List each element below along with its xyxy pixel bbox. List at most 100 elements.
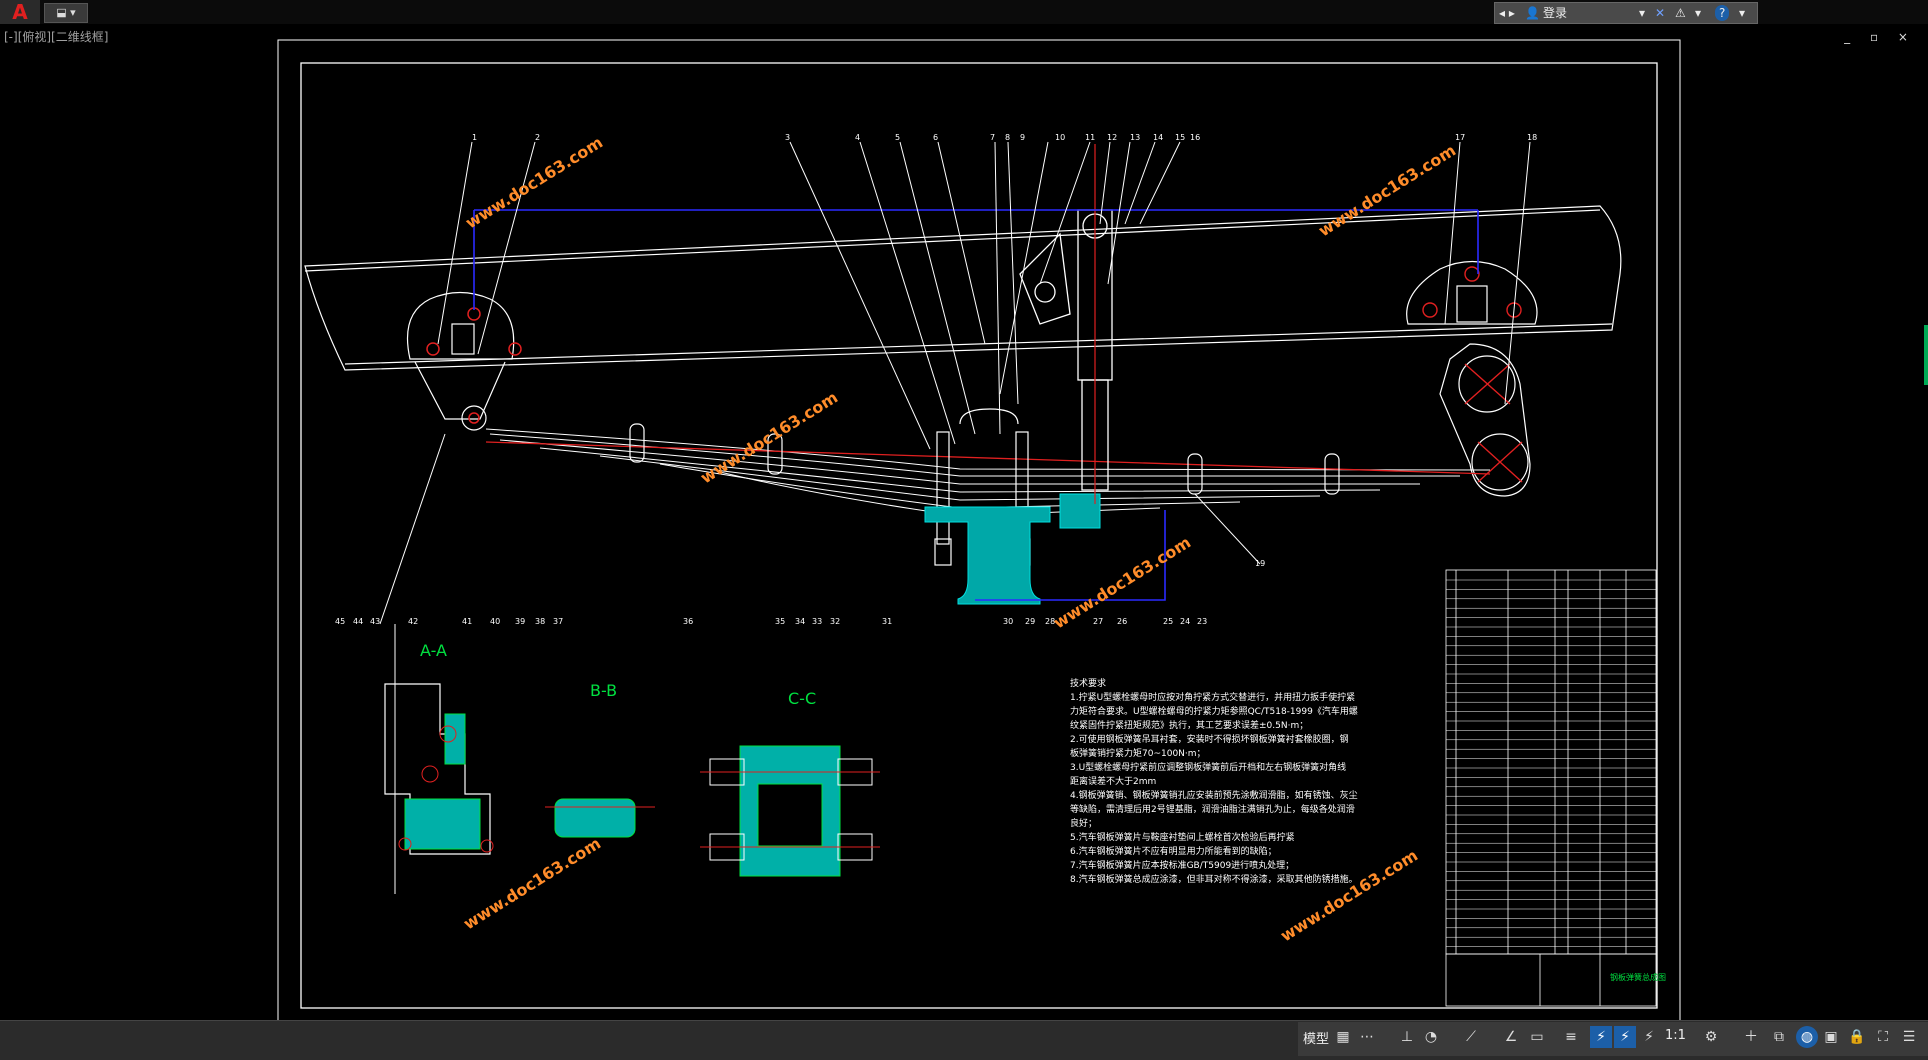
svg-text:19: 19 (1255, 559, 1265, 568)
svg-text:3: 3 (785, 133, 790, 142)
leaf-spring-stack (485, 428, 1491, 517)
viewport-controls-label[interactable]: [-][俯视][二维线框] (4, 30, 109, 44)
section-a-a: A-A (384, 624, 494, 894)
svg-text:27: 27 (1093, 617, 1103, 626)
leader-lines (379, 141, 1531, 625)
svg-text:35: 35 (775, 617, 785, 626)
svg-text:34: 34 (795, 617, 805, 626)
front-hanger-bracket (406, 291, 515, 431)
svg-text:28: 28 (1045, 617, 1055, 626)
view-label-b-b: B-B (590, 681, 617, 700)
isolate-icon[interactable]: ⧉ (1774, 1029, 1784, 1045)
svg-text:3.U型螺栓螺母拧紧前应调整钢板弹簧前后开档和左右钢板弹簧对: 3.U型螺栓螺母拧紧前应调整钢板弹簧前后开档和左右钢板弹簧对角线 (1070, 761, 1346, 773)
svg-text:37: 37 (553, 617, 563, 626)
section-b-b: B-B (545, 681, 655, 838)
svg-text:39: 39 (515, 617, 525, 626)
svg-text:8: 8 (1005, 133, 1010, 142)
svg-text:8.汽车钢板弹簧总成应涂漆，但非耳对称不得涂漆，采取其他防锈: 8.汽车钢板弹簧总成应涂漆，但非耳对称不得涂漆，采取其他防锈措施。 (1070, 873, 1358, 885)
frame-rail (304, 205, 1622, 371)
svg-text:板弹簧销拧紧力矩70~100N·m；: 板弹簧销拧紧力矩70~100N·m； (1070, 747, 1206, 759)
svg-text:33: 33 (812, 617, 822, 626)
lock-ui-icon[interactable]: 🔒 (1848, 1029, 1866, 1045)
nav-arrows[interactable]: ◂ ▸ (1499, 6, 1515, 20)
svg-text:42: 42 (408, 617, 418, 626)
osnap-icon[interactable]: ⟋ (1466, 1029, 1476, 1045)
svg-text:23: 23 (1197, 617, 1207, 626)
drawing-frame (300, 62, 1658, 1009)
drawing-window-controls[interactable]: _ ▫ × (1844, 30, 1916, 44)
bump-stop-hatch (1059, 493, 1101, 529)
svg-text:26: 26 (1117, 617, 1127, 626)
svg-text:45: 45 (335, 617, 345, 626)
infocenter-bar: ◂ ▸ 👤 登录 ▾ ✕ ⚠ ▾ ? ▾ (1494, 2, 1758, 24)
svg-text:44: 44 (353, 617, 363, 626)
exchange-icon[interactable]: ✕ (1655, 6, 1666, 20)
clean-screen-icon[interactable]: ▣ (1824, 1029, 1838, 1045)
title-bar: A ⬓ ▾ ◂ ▸ 👤 登录 ▾ ✕ ⚠ ▾ ? ▾ (0, 0, 1928, 24)
axle-section-hatch (924, 506, 1051, 605)
svg-text:2.可使用钢板弹簧吊耳衬套，安装时不得损坏钢板弹簧衬套橡胶圈: 2.可使用钢板弹簧吊耳衬套，安装时不得损坏钢板弹簧衬套橡胶圈，钢 (1070, 733, 1349, 745)
svg-text:25: 25 (1163, 617, 1173, 626)
ortho-icon[interactable]: ⊥ (1400, 1029, 1414, 1045)
stay-connected-icon[interactable]: ⚠ (1675, 6, 1686, 20)
svg-text:4.钢板弹簧销、钢板弹簧销孔应安装前预先涂敷润滑脂，如有锈蚀: 4.钢板弹簧销、钢板弹簧销孔应安装前预先涂敷润滑脂，如有锈蚀、灰尘 (1070, 789, 1358, 801)
login-button[interactable]: 登录 (1543, 6, 1568, 20)
rear-shackle-holes (1422, 266, 1523, 483)
svg-text:32: 32 (830, 617, 840, 626)
title-block-name: 钢板弹簧总成图 (1610, 972, 1666, 982)
svg-text:13: 13 (1130, 133, 1140, 142)
login-dropdown-icon[interactable]: ▾ (1639, 6, 1646, 20)
model-tab[interactable]: 模型 (1303, 1032, 1330, 1047)
view-label-c-c: C-C (788, 689, 816, 708)
auto-scale-icon[interactable]: ⚡ (1614, 1026, 1636, 1048)
menu-icon[interactable]: ☰ (1902, 1029, 1916, 1045)
svg-text:距离误差不大于2mm: 距离误差不大于2mm (1070, 775, 1156, 787)
view-label-a-a: A-A (420, 641, 447, 660)
svg-text:11: 11 (1085, 133, 1095, 142)
svg-text:30: 30 (1003, 617, 1013, 626)
fullscreen-icon[interactable]: ⛶ (1878, 1029, 1888, 1045)
annotation-visibility-icon[interactable]: ⚡ (1590, 1026, 1612, 1048)
tech-title: 技术要求 (1070, 677, 1106, 689)
parts-list-rows (1446, 579, 1656, 947)
svg-text:15: 15 (1175, 133, 1185, 142)
hardware-accel-icon[interactable]: ◍ (1796, 1026, 1818, 1048)
model-space-background (0, 24, 1928, 1024)
rear-shackle-bracket (1406, 260, 1538, 497)
snap-icon[interactable]: ⋯ (1360, 1029, 1374, 1045)
dimension-lines (473, 209, 1479, 601)
help-dropdown-icon[interactable]: ▾ (1739, 6, 1746, 20)
svg-text:14: 14 (1153, 133, 1163, 142)
transparency-icon[interactable]: ≡ (1565, 1029, 1577, 1045)
svg-text:纹紧固件拧紧扭矩规范》执行，其工艺要求误差±0.5N·m；: 纹紧固件拧紧扭矩规范》执行，其工艺要求误差±0.5N·m； (1070, 719, 1308, 731)
lineweight-icon[interactable]: ▭ (1530, 1029, 1544, 1045)
svg-text:38: 38 (535, 617, 545, 626)
svg-text:36: 36 (683, 617, 693, 626)
svg-text:6.汽车钢板弹簧片不应有明显用力所能看到的缺陷；: 6.汽车钢板弹簧片不应有明显用力所能看到的缺陷； (1070, 845, 1277, 857)
svg-text:6: 6 (933, 133, 938, 142)
dropdown-icon[interactable]: ▾ (1695, 6, 1702, 20)
gear-icon[interactable]: ⚙ (1704, 1029, 1718, 1045)
otrack-icon[interactable]: ∠ (1504, 1029, 1518, 1045)
svg-text:力矩符合要求。U型螺栓螺母的拧紧力矩参照QC/T518-19: 力矩符合要求。U型螺栓螺母的拧紧力矩参照QC/T518-1999《汽车用螺 (1070, 705, 1358, 717)
svg-text:29: 29 (1025, 617, 1035, 626)
svg-text:1.拧紧U型螺栓螺母时应按对角拧紧方式交替进行，并用扭力扳手: 1.拧紧U型螺栓螺母时应按对角拧紧方式交替进行，并用扭力扳手使拧紧 (1070, 691, 1355, 703)
scale-selector[interactable]: 1:1 (1665, 1028, 1686, 1043)
technical-requirements: 技术要求 1.拧紧U型螺栓螺母时应按对角拧紧方式交替进行，并用扭力扳手使拧紧 力… (1070, 677, 1358, 885)
workspace-icon[interactable]: ＋ (1744, 1029, 1758, 1045)
help-button[interactable]: ? (1715, 5, 1730, 21)
polar-icon[interactable]: ◔ (1424, 1029, 1438, 1045)
front-hanger-holes (426, 307, 522, 424)
svg-text:5.汽车钢板弹簧片与鞍座衬垫间上螺栓首次检验后再拧紧: 5.汽车钢板弹簧片与鞍座衬垫间上螺栓首次检验后再拧紧 (1070, 831, 1295, 843)
svg-text:17: 17 (1455, 133, 1465, 142)
annotation-scale-icon[interactable]: ⚡ (1644, 1029, 1654, 1045)
svg-text:41: 41 (462, 617, 472, 626)
side-panel-handle[interactable] (1924, 325, 1928, 385)
grid-icon[interactable]: ▦ (1336, 1029, 1350, 1045)
app-menu-button[interactable]: A (0, 0, 40, 24)
quick-access-toolbar[interactable]: ⬓ ▾ (44, 3, 88, 23)
